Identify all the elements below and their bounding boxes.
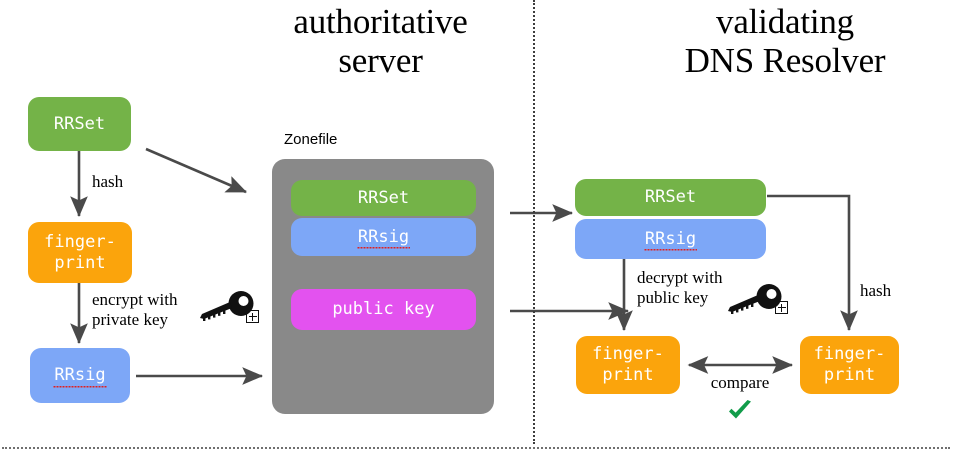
node-rrsig-left-label: RRsig — [53, 365, 107, 388]
label-compare: compare — [690, 373, 790, 393]
zonefile-row-rrset: RRSet — [291, 180, 476, 216]
node-fingerprint-decrypted-line2: print — [602, 365, 654, 385]
heading-validating-dns-resolver: validating DNS Resolver — [620, 2, 950, 80]
plus-box-icon — [775, 301, 788, 314]
zonefile-row-rrsig-label: RRsig — [356, 226, 411, 250]
label-decrypt-with-public-key: decrypt with public key — [637, 268, 722, 307]
footer-dotted-rule — [2, 447, 950, 449]
arrow-rrset-to-zonefile — [145, 147, 247, 194]
node-rrset-source: RRSet — [28, 97, 131, 151]
heading-validating-dns-resolver-line2: DNS Resolver — [684, 41, 886, 81]
key-icon — [200, 291, 254, 321]
node-fingerprint-left-line1: finger- — [44, 231, 116, 252]
private-key-icon-group — [196, 290, 259, 331]
label-compare-text: compare — [710, 373, 770, 392]
heading-authoritative-server: authoritative server — [238, 2, 523, 80]
label-hash-left: hash — [92, 172, 123, 192]
zonefile-row-public-key: public key — [291, 289, 476, 330]
node-fingerprint-hashed-line1: finger- — [813, 344, 886, 365]
node-fingerprint-decrypted: finger- print — [576, 336, 680, 394]
label-hash-right: hash — [860, 281, 891, 301]
node-fingerprint-hashed-line2: print — [823, 365, 876, 385]
label-encrypt-line2: private key — [92, 309, 168, 329]
heading-authoritative-server-line2: server — [338, 41, 423, 81]
zonefile-label-text: Zonefile — [284, 131, 338, 148]
zonefile-row-rrset-label: RRSet — [357, 187, 410, 208]
node-rrsig-left: RRsig — [30, 348, 130, 403]
heading-authoritative-server-line1: authoritative — [293, 2, 468, 41]
node-rrsig-resolver-label: RRsig — [643, 228, 698, 252]
node-rrsig-resolver: RRsig — [575, 219, 766, 259]
label-hash-left-text: hash — [92, 172, 124, 191]
zonefile-label: Zonefile — [284, 131, 337, 148]
label-decrypt-line1: decrypt with — [637, 268, 723, 287]
checkmark-icon — [729, 400, 751, 419]
public-key-icon-group — [724, 283, 788, 324]
node-fingerprint-decrypted-line1: finger- — [592, 344, 664, 365]
validation-check — [726, 398, 754, 429]
node-fingerprint-left-line2: print — [54, 252, 106, 273]
label-encrypt-with-private-key: encrypt with private key — [92, 290, 177, 329]
node-fingerprint-hashed: finger- print — [800, 336, 899, 394]
label-hash-right-text: hash — [860, 281, 892, 300]
heading-validating-dns-resolver-line1: validating — [716, 2, 854, 41]
label-encrypt-line1: encrypt with — [92, 290, 178, 309]
node-fingerprint-left: finger- print — [28, 222, 132, 283]
node-rrset-resolver: RRSet — [575, 179, 766, 216]
zonefile-row-public-key-label: public key — [332, 299, 435, 320]
node-rrset-resolver-label: RRSet — [644, 187, 697, 208]
zonefile-container: RRSet RRsig public key — [272, 159, 494, 414]
plus-box-icon — [246, 310, 259, 323]
zonefile-row-rrsig: RRsig — [291, 218, 476, 256]
label-decrypt-line2: public key — [637, 287, 709, 307]
node-rrset-source-label: RRSet — [53, 113, 106, 134]
panel-divider — [533, 0, 535, 444]
